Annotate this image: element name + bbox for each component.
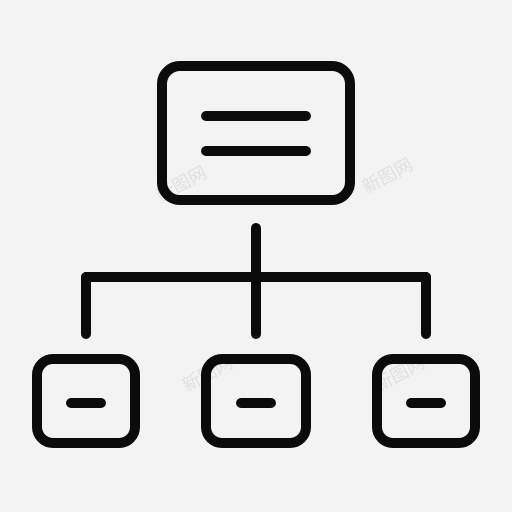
parent-node — [157, 61, 355, 205]
parent-node-box — [157, 61, 355, 205]
connector-lines — [81, 223, 431, 339]
child-node-left-box — [32, 354, 140, 448]
child-node-right-box — [372, 354, 480, 448]
child-node-center-box — [201, 354, 311, 448]
child-node-left — [32, 354, 140, 448]
child-node-center — [201, 354, 311, 448]
child-node-right — [372, 354, 480, 448]
